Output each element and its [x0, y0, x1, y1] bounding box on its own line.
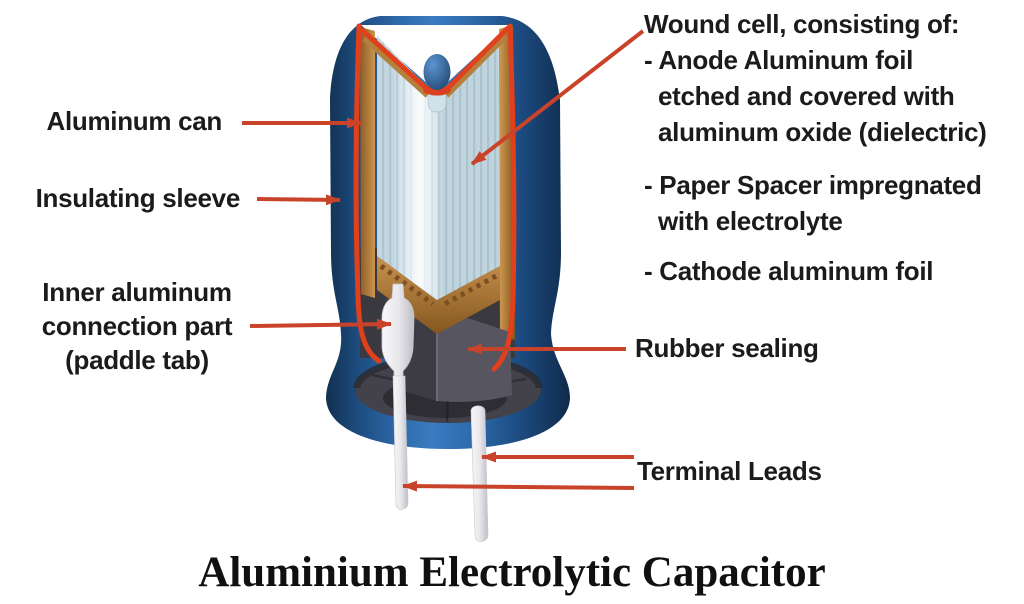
leader-arrows [242, 29, 645, 492]
terminal-lead-right [470, 405, 489, 542]
label-inner-connection-line1: Inner aluminum [42, 277, 232, 307]
center-stud [423, 54, 451, 113]
label-inner-connection: Inner aluminum connection part (paddle t… [26, 275, 248, 377]
leader-arrow-inner-connection [249, 318, 392, 330]
anode-foil-top-edge-right [443, 33, 508, 98]
wound-cell-item-continuation: etched and covered with [658, 81, 955, 111]
label-wound-cell: Wound cell, consisting of: - Anode Alumi… [644, 6, 987, 289]
anode-foil-bottom-edge [377, 256, 500, 334]
label-rubber-sealing: Rubber sealing [635, 333, 819, 363]
leader-arrow-wound-cell [470, 29, 645, 166]
anode-foil-top-edge-left [362, 35, 431, 98]
leader-arrow-insulating-sleeve [256, 194, 341, 206]
label-inner-connection-line3: (paddle tab) [65, 345, 209, 375]
label-inner-connection-line2: connection part [41, 311, 233, 341]
wound-cell-item: - Anode Aluminum foil [644, 45, 914, 75]
terminal-lead-left [392, 375, 409, 510]
leader-arrow-terminal-lead-left [402, 480, 635, 492]
wound-cell-item: - Cathode aluminum foil [644, 256, 934, 286]
wound-cell-heading: Wound cell, consisting of: [644, 9, 960, 39]
wound-cell-item-continuation: aluminum oxide (dielectric) [658, 117, 987, 147]
wound-cell-item-continuation: with electrolyte [658, 206, 843, 236]
aluminum-can-cut-face-left [360, 27, 375, 298]
cut-outline [353, 23, 517, 372]
label-insulating-sleeve: Insulating sleeve [35, 183, 241, 213]
diagram-title: Aluminium Electrolytic Capacitor [198, 549, 826, 596]
label-aluminum-can: Aluminum can [46, 106, 222, 136]
wound-cell-item: - Paper Spacer impregnated [644, 170, 982, 200]
label-terminal-leads: Terminal Leads [637, 456, 822, 486]
